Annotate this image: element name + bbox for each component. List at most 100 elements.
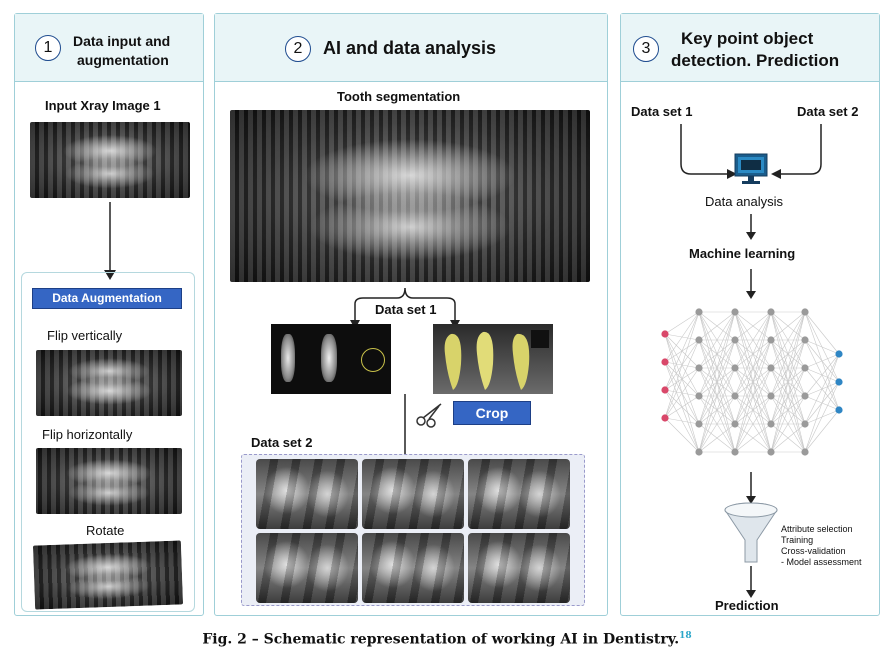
to-machine-learning-arrow — [741, 214, 761, 242]
machine-learning-label: Machine learning — [689, 246, 795, 261]
ml-step: Attribute selection — [781, 524, 862, 535]
hidden-node — [767, 336, 774, 343]
network-connection — [665, 312, 699, 418]
data-analysis-label: Data analysis — [705, 194, 783, 209]
panel-2-header: 2 AI and data analysis — [215, 14, 607, 82]
rotated-image — [33, 540, 183, 609]
caption-reference: 18 — [679, 631, 692, 641]
flip-horizontal-image — [36, 448, 182, 514]
dataset-2-label: Data set 2 — [251, 435, 312, 450]
network-connection — [805, 354, 839, 452]
dataset-2-tile-2 — [362, 459, 464, 529]
network-connection — [805, 312, 839, 354]
hidden-node — [731, 392, 738, 399]
panel-1-title-line-1: Data input and — [73, 33, 170, 49]
ct-slice-tooth-1 — [281, 334, 295, 382]
prediction-label: Prediction — [715, 598, 779, 613]
ct-slice-tooth-2 — [321, 334, 337, 382]
hidden-node — [695, 364, 702, 371]
segmented-panoramic-xray — [230, 110, 590, 282]
step-number-1: 1 — [35, 35, 61, 61]
output-node — [835, 350, 842, 357]
hidden-node — [695, 392, 702, 399]
panel-3-header: 3 Key point object detection. Prediction — [621, 14, 879, 82]
hidden-node — [801, 392, 808, 399]
hidden-node — [767, 448, 774, 455]
hidden-node — [767, 420, 774, 427]
dataset-2-grid — [241, 454, 585, 606]
dataset-2-tile-6 — [468, 533, 570, 603]
ml-step: Cross-validation — [781, 546, 862, 557]
panel-3-dataset-2-label: Data set 2 — [797, 104, 858, 119]
flip-vertical-image — [36, 350, 182, 416]
hidden-node — [695, 448, 702, 455]
tooth-segmentation-label: Tooth segmentation — [337, 89, 460, 104]
panel-key-point-detection: 3 Key point object detection. Prediction… — [620, 13, 880, 616]
scissors-icon — [415, 402, 445, 428]
input-xray-image — [30, 122, 190, 198]
dataset-2-tile-3 — [468, 459, 570, 529]
3d-tooth-models — [433, 324, 553, 394]
output-node — [835, 378, 842, 385]
neural-network-diagram — [651, 304, 851, 464]
input-node — [661, 330, 668, 337]
flip-horizontally-label: Flip horizontally — [42, 427, 132, 442]
rotate-label: Rotate — [86, 523, 124, 538]
panel-3-title-line-2: detection. Prediction — [671, 51, 839, 71]
hidden-node — [731, 308, 738, 315]
ml-step: Training — [781, 535, 862, 546]
output-node — [835, 406, 842, 413]
dataset-2-tile-5 — [362, 533, 464, 603]
hidden-node — [695, 336, 702, 343]
dataset-2-tile-4 — [256, 533, 358, 603]
hidden-node — [731, 420, 738, 427]
panel-1-down-arrow — [100, 202, 120, 282]
crop-button[interactable]: Crop — [453, 401, 531, 425]
hidden-node — [767, 364, 774, 371]
panel-ai-analysis: 2 AI and data analysis Tooth segmentatio… — [214, 13, 608, 616]
hidden-node — [695, 308, 702, 315]
network-connection — [805, 354, 839, 368]
ml-step: - Model assessment — [781, 557, 862, 568]
panel-2-title: AI and data analysis — [323, 38, 496, 59]
dataset-1-label: Data set 1 — [373, 302, 438, 317]
panel-3-dataset-1-label: Data set 1 — [631, 104, 692, 119]
hidden-node — [801, 336, 808, 343]
ml-steps-list: Attribute selection Training Cross-valid… — [781, 524, 862, 568]
hidden-node — [731, 364, 738, 371]
to-funnel-arrow — [741, 472, 761, 506]
step-number-2: 2 — [285, 36, 311, 62]
ct-slice-tooth-3 — [361, 348, 385, 372]
step-number-3: 3 — [633, 36, 659, 62]
augmentation-box: Data Augmentation Flip vertically Flip h… — [21, 272, 195, 612]
network-connection — [805, 354, 839, 424]
caption-text: Fig. 2 – Schematic representation of wor… — [202, 632, 679, 648]
hidden-node — [731, 448, 738, 455]
hidden-node — [801, 308, 808, 315]
hidden-node — [801, 420, 808, 427]
network-connection — [805, 410, 839, 452]
input-node — [661, 358, 668, 365]
to-network-arrow — [741, 269, 761, 301]
hidden-node — [801, 448, 808, 455]
dataset-2-tile-1 — [256, 459, 358, 529]
network-connection — [805, 382, 839, 452]
network-connection — [805, 340, 839, 354]
hidden-node — [731, 336, 738, 343]
panel-1-title-line-2: augmentation — [77, 52, 169, 68]
figure-caption: Fig. 2 – Schematic representation of wor… — [0, 631, 894, 648]
network-connection — [665, 312, 699, 362]
hidden-node — [767, 392, 774, 399]
data-augmentation-button[interactable]: Data Augmentation — [32, 288, 182, 309]
panel-data-input: 1 Data input and augmentation Input Xray… — [14, 13, 204, 616]
hidden-node — [801, 364, 808, 371]
hidden-node — [695, 420, 702, 427]
3d-tooth-shapes — [433, 324, 553, 394]
to-prediction-arrow — [741, 566, 761, 600]
funnel-icon — [723, 502, 779, 564]
input-node — [661, 414, 668, 421]
flip-vertically-label: Flip vertically — [47, 328, 122, 343]
input-node — [661, 386, 668, 393]
monitor-icon — [733, 152, 769, 188]
panel-3-title-line-1: Key point object — [681, 29, 813, 49]
